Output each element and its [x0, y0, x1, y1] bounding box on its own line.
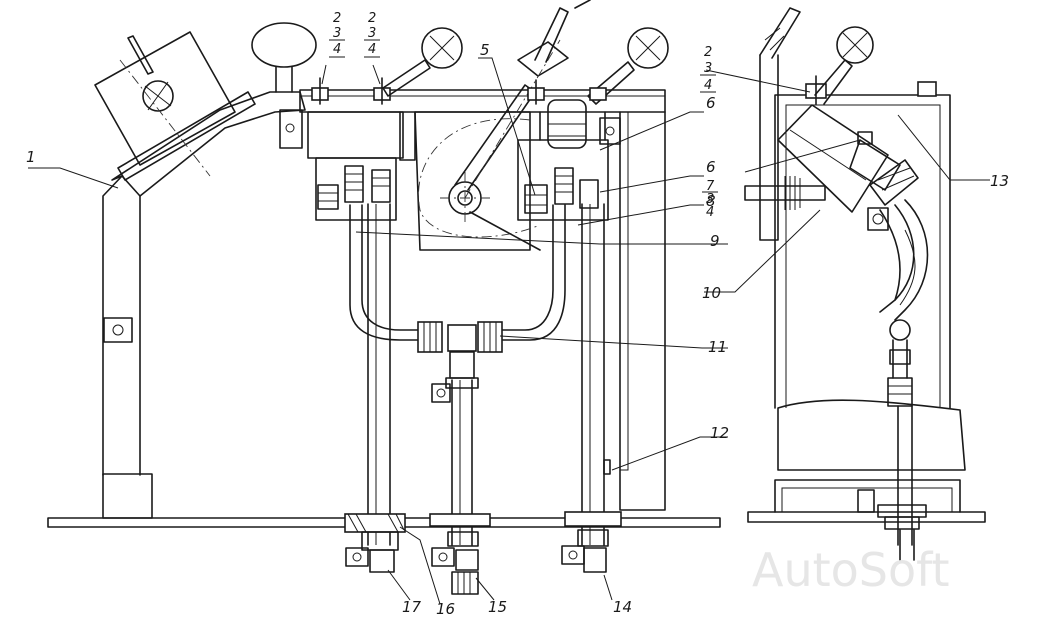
vertical-rods [367, 203, 605, 546]
svg-text:3: 3 [706, 192, 714, 207]
svg-text:4: 4 [333, 42, 341, 57]
leader-lines [28, 57, 990, 605]
callout-6a: 6 [706, 94, 716, 112]
gear-knob-icon [251, 22, 317, 68]
callout-16: 16 [436, 600, 455, 618]
stack-left: 2 3 4 [329, 11, 345, 58]
frame-right-post [619, 111, 666, 511]
side-floor-plate [747, 511, 986, 523]
swing-arc [418, 118, 541, 238]
svg-text:3: 3 [333, 26, 341, 41]
callout-13: 13 [990, 172, 1009, 190]
lever-ball-left-icon [421, 27, 463, 69]
svg-text:2: 2 [368, 11, 376, 26]
callout-10: 10 [702, 284, 721, 302]
bolt-group-mid [527, 79, 607, 105]
callout-11: 11 [708, 338, 727, 356]
svg-text:4: 4 [704, 78, 712, 93]
side-lever-ball-icon [836, 26, 874, 64]
callout-labels: 1 5 6 6 8 9 10 11 12 13 14 15 16 17 2 3 … [26, 11, 1009, 618]
svg-text:2: 2 [333, 11, 341, 26]
callout-1: 1 [26, 148, 36, 166]
lever-ball-right-icon [627, 27, 669, 69]
steering-column-support [102, 175, 141, 476]
callout-14: 14 [613, 598, 632, 616]
side-lower-housing [777, 399, 966, 471]
tee-fitting [417, 321, 503, 403]
callout-17: 17 [402, 598, 422, 616]
callout-9: 9 [710, 232, 720, 250]
knob-bracket [279, 109, 303, 149]
center-housing [414, 111, 531, 251]
callout-8: 8 [706, 192, 716, 210]
left-valve-block [315, 157, 397, 221]
right-fittings [524, 167, 599, 214]
callout-12: 12 [710, 424, 729, 442]
bolt-group-left [311, 77, 391, 105]
front-view [47, 0, 721, 595]
side-valve-body [777, 104, 919, 231]
column-hub-icon [142, 80, 174, 112]
stack-mid: 2 3 4 [364, 11, 380, 58]
right-valve-block [517, 139, 609, 221]
left-valve-housing [307, 111, 404, 159]
callout-5: 5 [480, 41, 490, 59]
callout-15: 15 [488, 598, 507, 616]
clamp-bolt-icon [112, 324, 124, 336]
svg-text:3: 3 [368, 26, 376, 41]
top-frame [299, 89, 666, 113]
svg-text:3: 3 [704, 61, 712, 76]
bottom-fittings [345, 529, 609, 595]
side-view [744, 7, 986, 561]
tilted-plate [94, 31, 236, 166]
hydraulic-hose [349, 204, 566, 341]
svg-text:2: 2 [704, 45, 712, 60]
stack-right: 2 3 4 [700, 45, 716, 93]
support-base [102, 473, 153, 519]
svg-text:4: 4 [368, 42, 376, 57]
control-levers [382, 0, 669, 105]
left-fittings [317, 165, 391, 210]
callout-6b: 6 [706, 158, 716, 176]
floor-seals [344, 511, 622, 533]
svg-text:4: 4 [706, 205, 714, 220]
column-clamp [103, 317, 133, 343]
side-hose [894, 199, 929, 321]
watermark: AutoSoft [752, 543, 950, 597]
svg-text:7: 7 [706, 179, 715, 194]
stack-center: 7 3 4 [702, 179, 718, 220]
side-frame [774, 94, 951, 409]
floor-plate [47, 517, 721, 528]
